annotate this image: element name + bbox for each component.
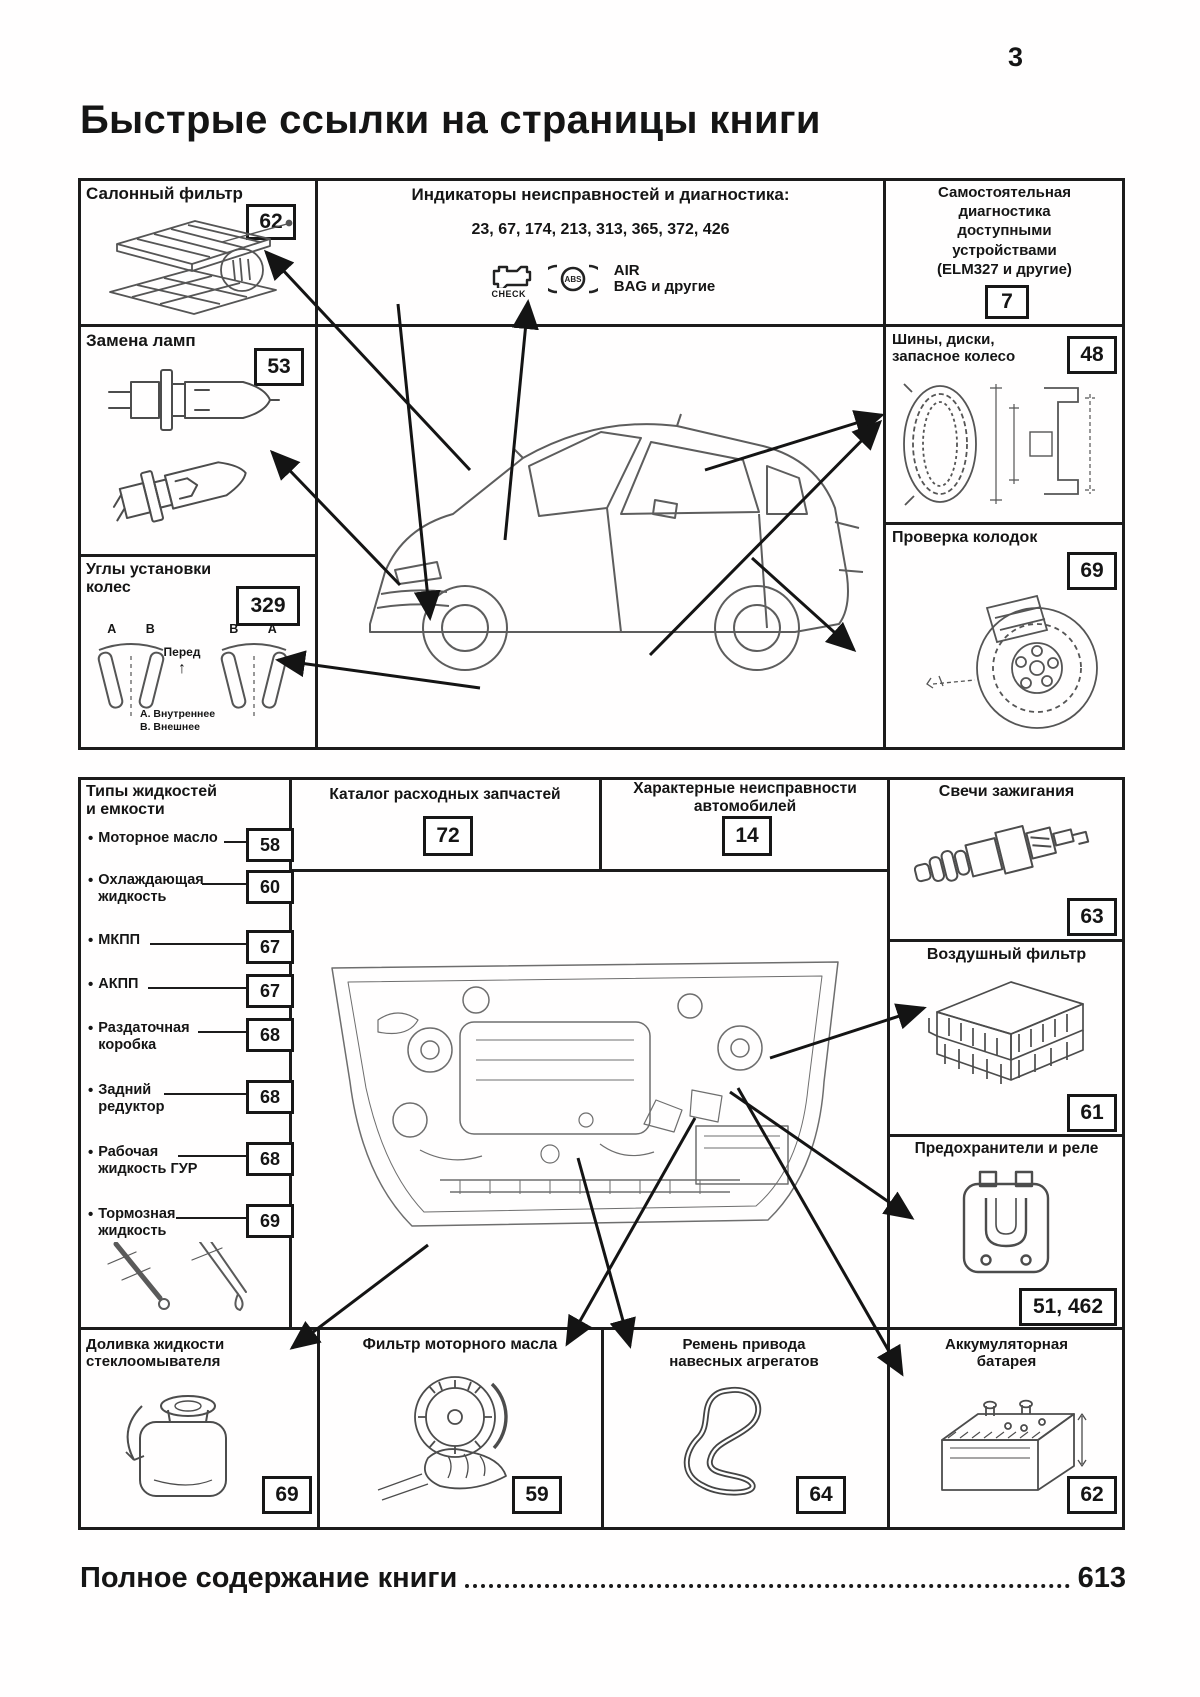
grid-line: [78, 324, 1125, 327]
page-ref-tires: 48: [1067, 336, 1117, 374]
page-ref-at: 67: [246, 974, 294, 1008]
page-ref-spark-plugs: 63: [1067, 898, 1117, 936]
indicator-pages-list: 23, 67, 174, 213, 313, 365, 372, 426: [471, 221, 730, 238]
fluid-item-mt: • МКПП: [88, 932, 141, 949]
grid-line: [887, 939, 1125, 942]
grid-line: [883, 178, 886, 750]
page-ref-self-diagnostics: 7: [985, 285, 1029, 319]
page-title: Быстрые ссылки на страницы книги: [80, 98, 821, 142]
page-ref-air-filter: 61: [1067, 1094, 1117, 1132]
cabin-filter-illustration: [109, 219, 293, 315]
page-ref-drive-belt: 64: [796, 1476, 846, 1514]
page-number: 3: [1008, 42, 1024, 72]
airbag-label: AIR BAG и другие: [613, 261, 716, 295]
leader-line: [164, 1093, 246, 1095]
grid-line: [887, 1134, 1125, 1137]
spark-plug-illustration: [913, 825, 1090, 883]
belt-illustration: [683, 1386, 762, 1496]
fluid-item-at: • АКПП: [88, 976, 139, 993]
cell-title-fluids: Типы жидкостей и емкости: [86, 783, 217, 819]
cell-title-lamps: Замена ламп: [86, 331, 196, 350]
alignment-front-label: Перед: [163, 645, 201, 659]
svg-text:ABS: ABS: [564, 275, 582, 284]
page-ref-typical-faults: 14: [722, 816, 772, 856]
page-ref-brake-fluid: 69: [246, 1204, 294, 1238]
grid-line: [601, 1327, 604, 1530]
page-ref-mt: 67: [246, 930, 294, 964]
leader-line: [178, 1155, 246, 1157]
leader-line: [148, 987, 246, 989]
cell-title-fuses: Предохранители и реле: [914, 1140, 1099, 1157]
grid-line: [317, 1327, 320, 1530]
leader-line: [224, 841, 246, 843]
battery-illustration: [941, 1399, 1087, 1491]
page-ref-transfer-case: 68: [246, 1018, 294, 1052]
cell-title-oil-filter: Фильтр моторного масла: [362, 1336, 558, 1353]
page-ref-coolant: 60: [246, 870, 294, 904]
grid-line: [289, 869, 890, 872]
up-arrow-icon: ↑: [178, 660, 186, 677]
footer-page-number: 613: [1077, 1562, 1126, 1594]
check-engine-icon: CHECK: [486, 260, 532, 299]
page-ref-engine-oil: 58: [246, 828, 294, 862]
page-ref-alignment: 329: [236, 586, 300, 626]
cell-title-alignment: Углы установки колес: [86, 561, 212, 597]
warning-lights-row: CHECK ABS AIR BAG и другие: [318, 246, 883, 312]
cell-title-air-filter: Воздушный фильтр: [926, 946, 1087, 963]
cell-title-brake-pads: Проверка колодок: [892, 529, 1038, 546]
page-ref-washer-fluid: 69: [262, 1476, 312, 1514]
cell-title-cabin-filter: Салонный фильтр: [86, 184, 243, 203]
footer-label: Полное содержание книги: [80, 1562, 458, 1594]
leader-line: [150, 943, 246, 945]
page-ref-brake-pads: 69: [1067, 552, 1117, 590]
brake-disc-illustration: [926, 594, 1098, 729]
cell-title-drive-belt: Ремень привода навесных агрегатов: [669, 1336, 819, 1371]
fuse-illustration: [962, 1170, 1050, 1274]
cell-title-spark-plugs: Свечи зажигания: [938, 783, 1075, 800]
alignment-legend: А. Внутреннее В. Внешнее: [140, 708, 216, 734]
leader-line: [198, 1031, 246, 1033]
cell-title-indicators: Индикаторы неисправностей и диагностика:: [411, 185, 790, 204]
page-ref-ps-fluid: 68: [246, 1142, 294, 1176]
page-ref-parts-catalog: 72: [423, 816, 473, 856]
cell-title-washer-fluid: Доливка жидкости стеклоомывателя: [86, 1336, 225, 1371]
washer-reservoir-illustration: [125, 1395, 227, 1497]
grid-line: [289, 777, 292, 1328]
page-ref-oil-filter: 59: [512, 1476, 562, 1514]
car-illustration: [369, 413, 864, 671]
engine-bay-illustration: [331, 961, 839, 1227]
oil-filter-illustration: [377, 1376, 508, 1501]
leader-line: [202, 883, 246, 885]
leader-line: [176, 1217, 246, 1219]
grid1-border: [78, 178, 1125, 750]
page-ref-rear-diff: 68: [246, 1080, 294, 1114]
grid-line: [883, 522, 1125, 525]
alignment-right-pair-labels: В А: [229, 622, 277, 636]
abs-warning-icon: ABS: [547, 263, 598, 295]
grid-line: [599, 777, 602, 872]
cell-title-battery: Аккумуляторная батарея: [945, 1336, 1068, 1371]
cell-title-tires: Шины, диски, запасное колесо: [892, 331, 1016, 366]
grid-line: [78, 554, 318, 557]
cell-title-self-diagnostics: Самостоятельная диагностика доступными у…: [937, 184, 1072, 278]
footer-toc-line: Полное содержание книги 613: [80, 1562, 1126, 1595]
dotted-leader: [465, 1584, 1070, 1588]
dipsticks-illustration: [107, 1242, 247, 1312]
air-filter-illustration: [928, 981, 1084, 1084]
bulbs-illustration: [108, 369, 280, 523]
alignment-left-pair-labels: А В: [107, 622, 155, 636]
cell-title-parts-catalog: Каталог расходных запчастей: [329, 786, 561, 803]
page-ref-fuses: 51, 462: [1019, 1288, 1117, 1326]
cell-title-typical-faults: Характерные неисправности автомобилей: [633, 780, 857, 815]
tire-rim-illustration: [903, 383, 1095, 506]
page-ref-battery: 62: [1067, 1476, 1117, 1514]
fluid-item-engine-oil: • Моторное масло: [88, 830, 218, 847]
